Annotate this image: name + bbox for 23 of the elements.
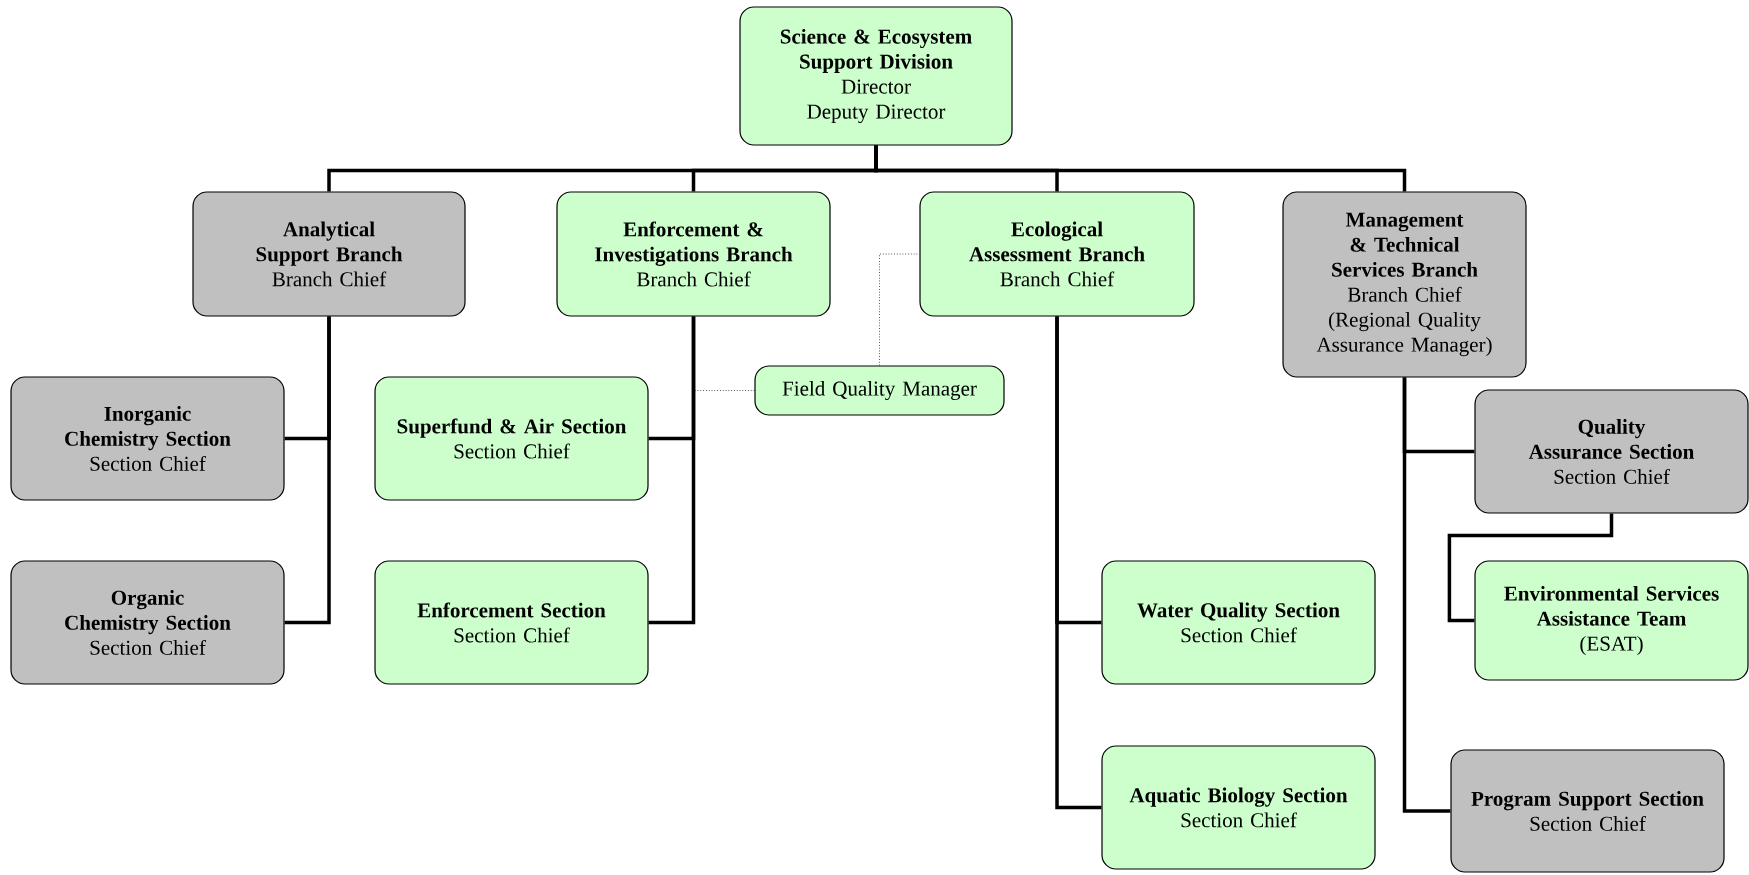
connector-line <box>284 316 331 625</box>
org-box: Science & Ecosystem Support Division Director Deputy Director <box>739 6 1013 146</box>
dotted-connector <box>693 316 755 391</box>
dotted-connector <box>879 253 920 366</box>
org-box: Superfund & Air Section Section Chief <box>374 376 649 501</box>
connector-line <box>1055 316 1102 810</box>
org-box: Quality Assurance Section Section Chief <box>1474 389 1749 514</box>
org-box: Water Quality Section Section Chief <box>1101 560 1376 685</box>
staff-box: Field Quality Manager <box>754 365 1005 416</box>
org-box: Enforcement & Investigations Branch Branch Chief <box>556 191 831 317</box>
connector-line <box>1402 377 1451 813</box>
org-box: Enforcement Section Section Chief <box>374 560 649 685</box>
connector-line <box>874 145 1407 192</box>
org-box: Environmental Services Assistance Team (ESAT) <box>1474 560 1749 681</box>
connector-line <box>1447 513 1614 623</box>
org-box: Inorganic Chemistry Section Section Chief <box>10 376 285 501</box>
org-box: Analytical Support Branch Branch Chief <box>192 191 466 317</box>
org-box: Ecological Assessment Branch Branch Chief <box>919 191 1195 317</box>
connector-line <box>648 316 696 625</box>
org-box: Aquatic Biology Section Section Chief <box>1101 745 1376 870</box>
org-box: Organic Chemistry Section Section Chief <box>10 560 285 685</box>
org-box: Program Support Section Section Chief <box>1450 749 1725 873</box>
org-box: Management & Technical Services Branch Branch Chief (Regional Quality Assurance Manager) <box>1282 191 1527 378</box>
